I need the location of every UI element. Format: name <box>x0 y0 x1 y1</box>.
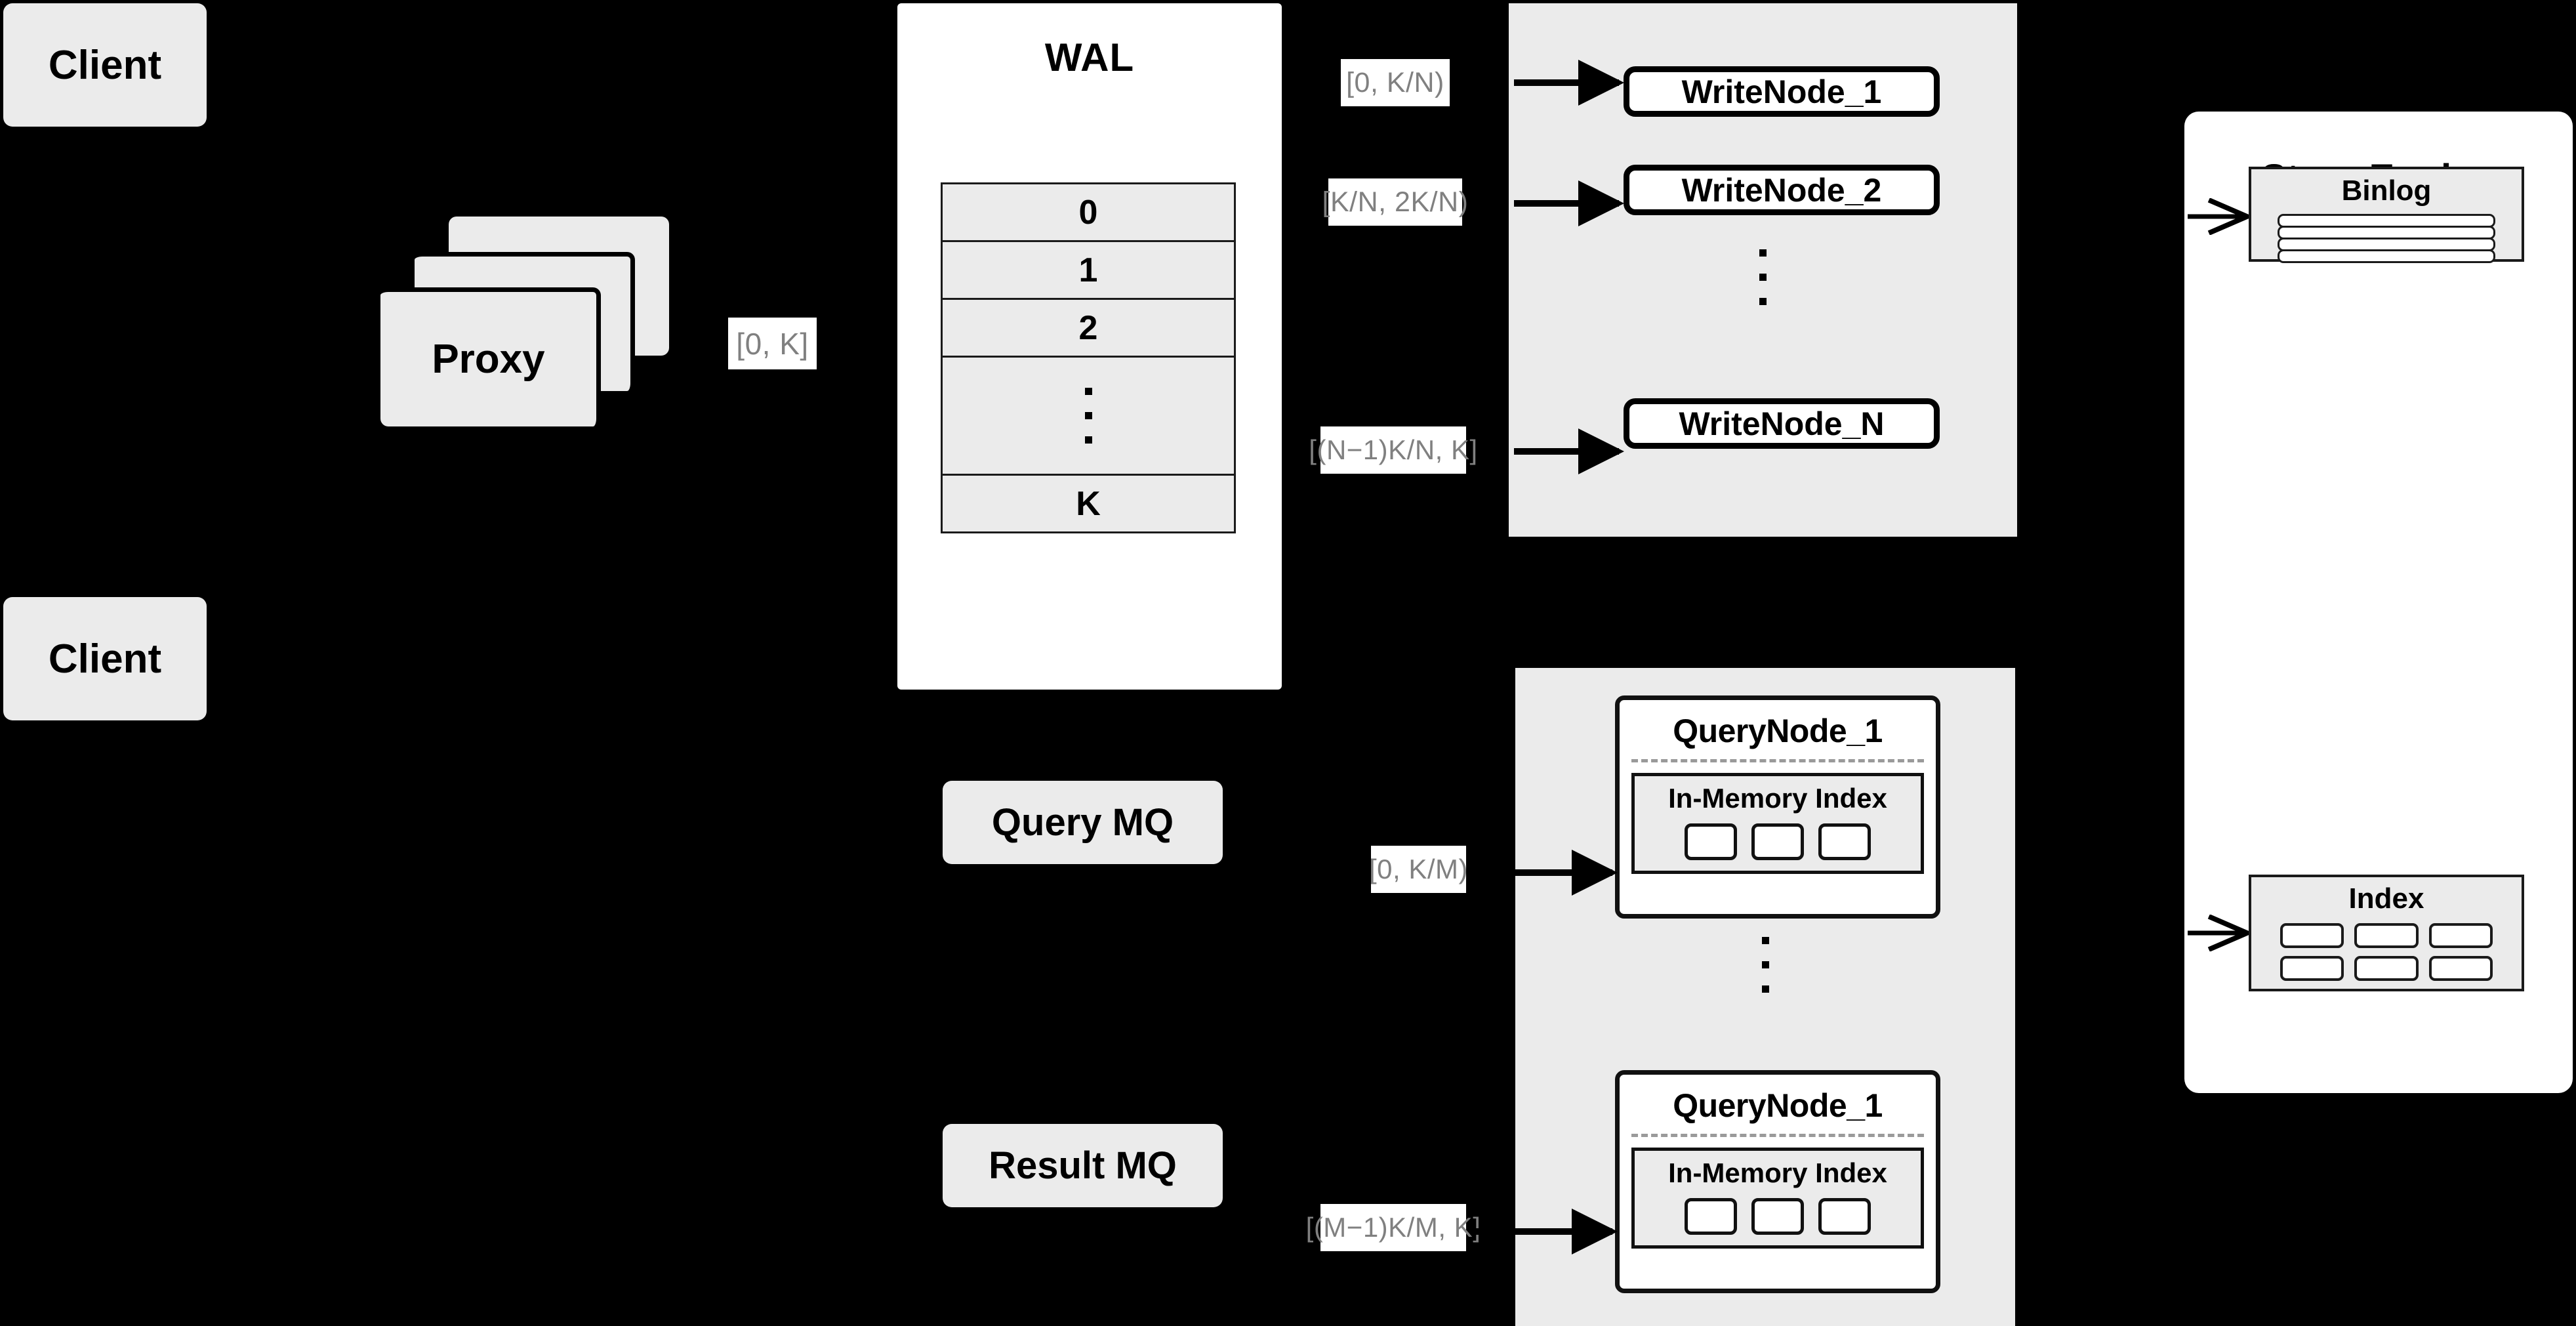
write-node-ellipsis <box>1509 249 2017 305</box>
range-label-query-node-1: [0, K/M) <box>1369 846 1468 893</box>
client-box-2[interactable]: Client <box>3 597 207 720</box>
index-cell <box>1818 823 1871 860</box>
index-cell <box>1685 1198 1737 1235</box>
write-node-n[interactable]: WriteNode_N <box>1624 398 1940 449</box>
in-memory-index-title-1: In-Memory Index <box>1668 783 1887 814</box>
write-node-1[interactable]: WriteNode_1 <box>1624 66 1940 117</box>
index-cell <box>2428 956 2493 981</box>
index-grid <box>2280 923 2493 981</box>
query-node-1-label: QueryNode_1 <box>1673 713 1883 749</box>
proxy-card-front[interactable]: Proxy <box>380 287 601 426</box>
query-node-1[interactable]: QueryNode_1 In-Memory Index <box>1615 695 1940 919</box>
in-memory-index-cells-2 <box>1635 1198 1921 1235</box>
write-node-1-label: WriteNode_1 <box>1681 73 1882 110</box>
wal-container: WAL 0 1 2 K <box>897 3 1282 690</box>
index-cell <box>1751 823 1804 860</box>
client-box-1[interactable]: Client <box>3 3 207 127</box>
query-node-m-divider <box>1631 1134 1924 1137</box>
client-label-2: Client <box>48 636 162 682</box>
store-engine-container: Store Engine Binlog Index <box>2184 112 2573 1093</box>
client-label-1: Client <box>48 42 162 88</box>
result-mq-label: Result MQ <box>989 1144 1177 1187</box>
query-node-cluster: QueryNode_1 In-Memory Index QueryNode_1 … <box>1515 668 2015 1326</box>
range-label-write-node-1: [0, K/N) <box>1341 59 1450 106</box>
range-label-query-node-m: [(M−1)K/M, K] <box>1306 1204 1481 1251</box>
index-cell <box>2280 923 2344 948</box>
write-node-n-label: WriteNode_N <box>1679 405 1885 442</box>
index-cell <box>1685 823 1737 860</box>
range-label-write-node-2: [K/N, 2K/N) <box>1322 178 1468 226</box>
index-cell <box>2354 923 2419 948</box>
in-memory-index-cells-1 <box>1635 823 1921 860</box>
wal-row-ellipsis <box>943 358 1234 476</box>
wal-row-k: K <box>943 476 1234 533</box>
wal-title: WAL <box>1044 35 1135 79</box>
index-title: Index <box>2348 882 2424 915</box>
index-panel: Index <box>2249 875 2524 991</box>
query-mq-box[interactable]: Query MQ <box>943 781 1223 864</box>
write-node-2[interactable]: WriteNode_2 <box>1624 165 1940 215</box>
proxy-label: Proxy <box>432 337 545 382</box>
wal-row-2: 2 <box>943 300 1234 358</box>
wal-row-1: 1 <box>943 242 1234 300</box>
range-label-proxy-to-wal: [0, K] <box>728 318 817 369</box>
result-mq-box[interactable]: Result MQ <box>943 1124 1223 1207</box>
index-cell <box>1751 1198 1804 1235</box>
wal-row-0: 0 <box>943 184 1234 242</box>
vertical-ellipsis-icon <box>1084 388 1092 444</box>
query-mq-label: Query MQ <box>991 801 1174 844</box>
binlog-title: Binlog <box>2341 175 2432 207</box>
range-label-write-node-n: [(N−1)K/N, K] <box>1309 426 1477 474</box>
index-cell <box>2280 956 2344 981</box>
query-node-m[interactable]: QueryNode_1 In-Memory Index <box>1615 1070 1940 1293</box>
query-node-1-in-memory-index: In-Memory Index <box>1631 773 1924 874</box>
wal-table: 0 1 2 K <box>941 182 1236 533</box>
query-node-1-divider <box>1631 759 1924 762</box>
index-cell <box>2428 923 2493 948</box>
binlog-row <box>2278 249 2495 263</box>
query-node-m-label: QueryNode_1 <box>1673 1087 1883 1124</box>
binlog-rows <box>2278 214 2495 263</box>
write-node-2-label: WriteNode_2 <box>1681 171 1882 209</box>
binlog-panel: Binlog <box>2249 167 2524 263</box>
write-node-cluster: WriteNode_1 WriteNode_2 WriteNode_N <box>1509 3 2017 537</box>
index-cell <box>2354 956 2419 981</box>
proxy-stack[interactable]: Proxy <box>380 217 689 433</box>
query-node-ellipsis <box>1515 937 2015 993</box>
query-node-m-in-memory-index: In-Memory Index <box>1631 1148 1924 1249</box>
vertical-ellipsis-icon <box>1515 937 2015 993</box>
in-memory-index-title-2: In-Memory Index <box>1668 1157 1887 1188</box>
index-cell <box>1818 1198 1871 1235</box>
vertical-ellipsis-icon <box>1509 249 2017 305</box>
